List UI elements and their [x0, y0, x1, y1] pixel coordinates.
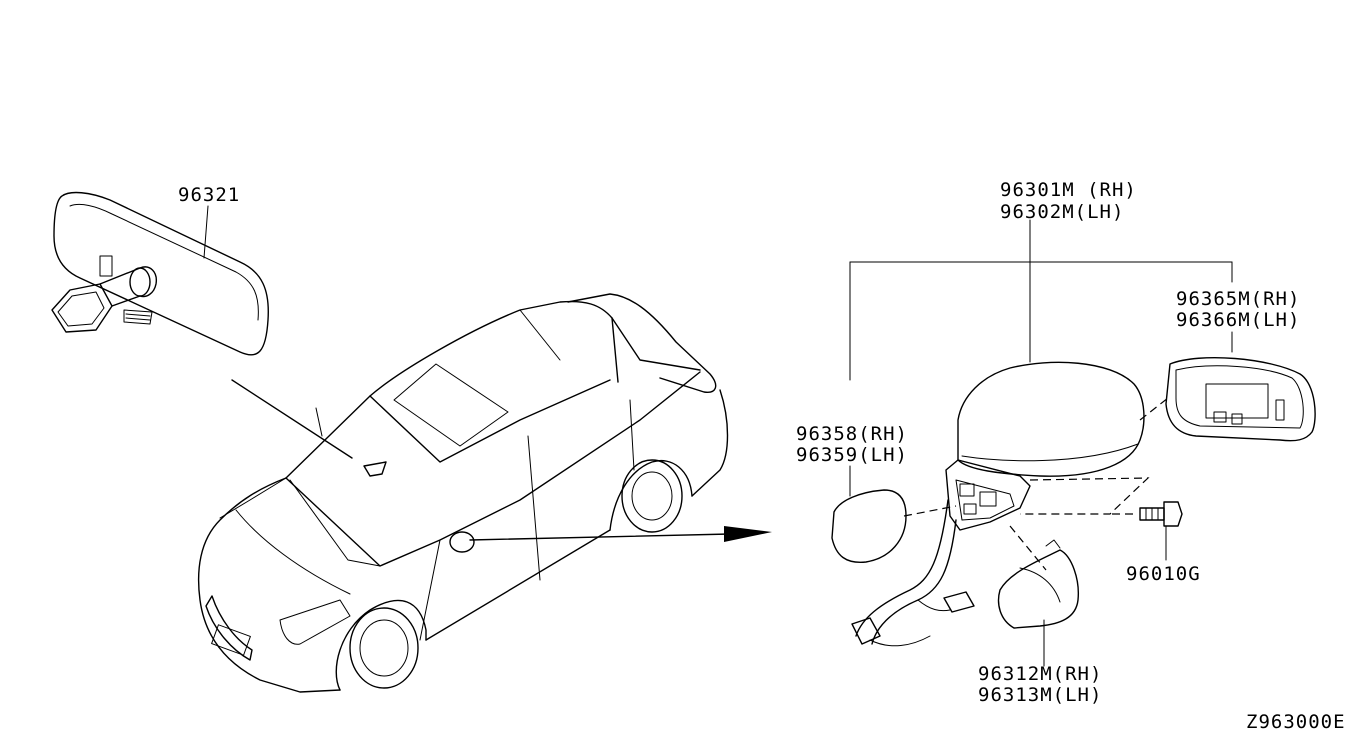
label-96302M: 96302M(LH) [1000, 201, 1124, 223]
car-mirror-arrow [469, 526, 772, 542]
label-96358: 96358(RH) [796, 423, 908, 445]
mirror-glass-illustration [1165, 357, 1316, 442]
mirror-cover-illustration [831, 489, 907, 563]
label-96365M: 96365M(RH) [1176, 288, 1300, 310]
assembly-dashed-leaders [903, 397, 1169, 571]
label-96321: 96321 [178, 184, 240, 206]
label-96313M: 96313M(LH) [978, 684, 1102, 706]
inner-mirror-arrow [231, 379, 353, 459]
diagram-code: Z963000E [1246, 711, 1346, 733]
inner-mirror-leader [203, 205, 209, 259]
label-96301M: 96301M (RH) [1000, 179, 1137, 201]
label-96366M: 96366M(LH) [1176, 309, 1300, 331]
vehicle-illustration [197, 293, 729, 693]
inner-mirror-illustration [51, 191, 269, 356]
mirror-assy-leaders [849, 219, 1233, 381]
mirror-housing-illustration [851, 361, 1145, 647]
label-96010G: 96010G [1126, 563, 1201, 585]
finisher-illustration [997, 539, 1079, 629]
label-96359: 96359(LH) [796, 444, 908, 466]
bolt-illustration [1139, 501, 1183, 561]
label-96312M: 96312M(RH) [978, 663, 1102, 685]
